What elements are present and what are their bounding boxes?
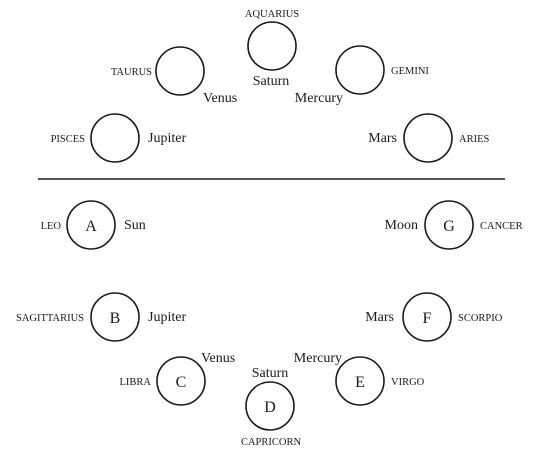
top-planet-venus: Venus bbox=[203, 91, 237, 106]
bottom-circle-a bbox=[66, 200, 116, 250]
bottom-sign-scorpio: SCORPIO bbox=[458, 313, 503, 324]
top-planet-saturn: Saturn bbox=[253, 74, 290, 89]
bottom-sign-libra: LIBRA bbox=[120, 377, 152, 388]
bottom-letter-a: A bbox=[85, 218, 97, 235]
bottom-letter-e: E bbox=[355, 374, 365, 391]
bottom-letter-g: G bbox=[443, 218, 455, 235]
bottom-planet-saturn: Saturn bbox=[252, 366, 289, 381]
bottom-circle-f bbox=[402, 292, 452, 342]
bottom-planet-moon: Moon bbox=[385, 218, 418, 233]
bottom-circle-b bbox=[90, 292, 140, 342]
top-planet-mars: Mars bbox=[368, 131, 397, 146]
bottom-letter-f: F bbox=[423, 310, 432, 327]
bottom-letter-c: C bbox=[176, 374, 187, 391]
top-circle-gemini bbox=[335, 45, 385, 95]
bottom-circle-c bbox=[156, 356, 206, 406]
top-circle-pisces bbox=[90, 113, 140, 163]
bottom-sign-virgo: VIRGO bbox=[391, 377, 425, 388]
top-sign-aquarius: AQUARIUS bbox=[245, 9, 299, 20]
bottom-sign-sagittarius: SAGITTARIUS bbox=[16, 313, 84, 324]
bottom-circle-g bbox=[424, 200, 474, 250]
top-circle-aquarius bbox=[247, 21, 297, 71]
bottom-planet-venus: Venus bbox=[201, 351, 235, 366]
top-sign-aries: ARIES bbox=[459, 134, 489, 145]
bottom-planet-mars: Mars bbox=[365, 310, 394, 325]
bottom-planet-mercury: Mercury bbox=[294, 351, 342, 366]
bottom-letter-b: B bbox=[110, 310, 121, 327]
top-circle-taurus bbox=[155, 46, 205, 96]
top-planet-jupiter: Jupiter bbox=[148, 131, 186, 146]
top-sign-gemini: GEMINI bbox=[391, 66, 429, 77]
bottom-arrangement: A LEO Sun G CANCER Moon B SAGITTARIUS Ju… bbox=[16, 200, 523, 448]
bottom-circle-e bbox=[335, 356, 385, 406]
bottom-circle-d bbox=[245, 381, 295, 431]
bottom-sign-leo: LEO bbox=[41, 221, 62, 232]
bottom-letter-d: D bbox=[264, 399, 276, 416]
bottom-planet-sun: Sun bbox=[124, 218, 146, 233]
top-planet-mercury: Mercury bbox=[295, 91, 343, 106]
bottom-planet-jupiter: Jupiter bbox=[148, 310, 186, 325]
bottom-sign-capricorn: CAPRICORN bbox=[241, 437, 302, 448]
top-sign-taurus: TAURUS bbox=[111, 67, 152, 78]
top-circle-aries bbox=[403, 113, 453, 163]
bottom-sign-cancer: CANCER bbox=[480, 221, 523, 232]
top-arrangement: AQUARIUS Saturn TAURUS Venus GEMINI Merc… bbox=[51, 9, 489, 163]
top-sign-pisces: PISCES bbox=[51, 134, 86, 145]
